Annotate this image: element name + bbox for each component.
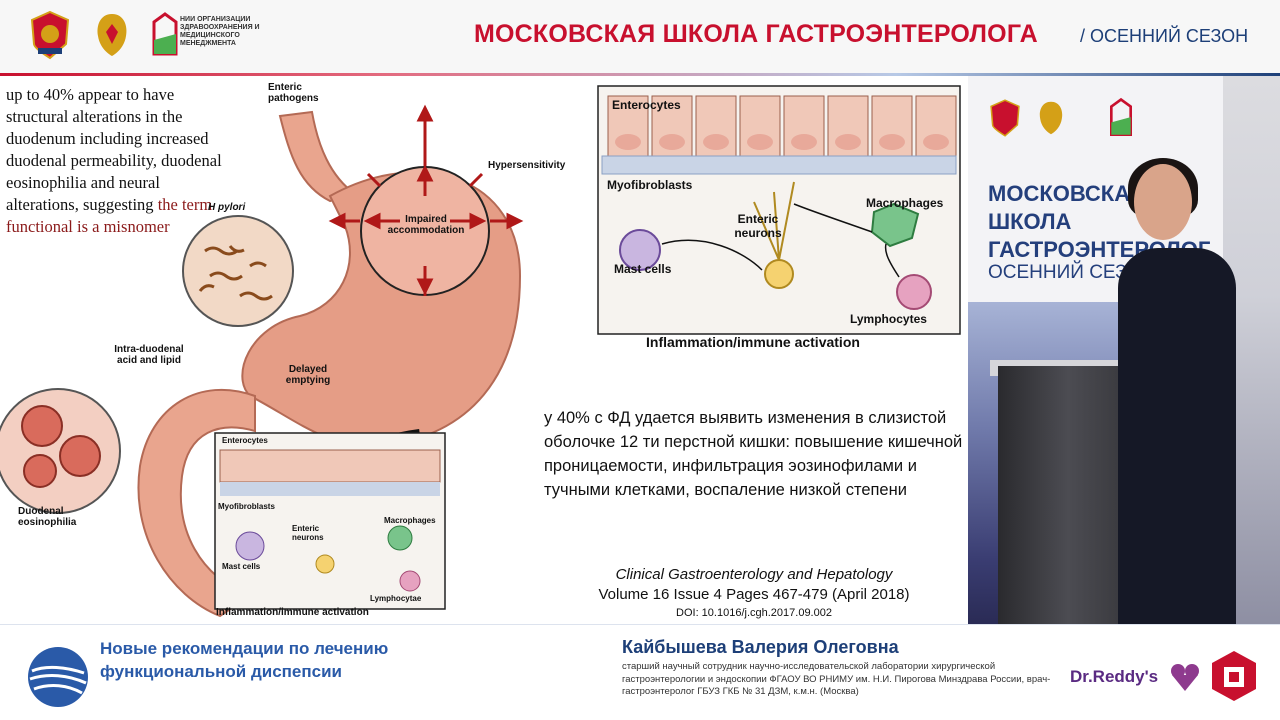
institute-logo-icon (152, 12, 178, 56)
slide-english-text: up to 40% appear to have structural alte… (6, 84, 236, 238)
citation-doi: DOI: 10.1016/j.cgh.2017.09.002 (676, 607, 832, 619)
panel-label-lymphocytes: Lymphocytes (850, 312, 927, 326)
stomach-illustration (0, 104, 524, 618)
panel-label-myofibroblasts: Myofibroblasts (607, 178, 693, 192)
banner-subtitle: ОСЕННИЙ СЕЗ (988, 262, 1127, 283)
inset-label-enterocytes: Enterocytes (222, 436, 268, 445)
speaker-name: Кайбышева Валерия Олеговна (622, 637, 899, 657)
inflammation-panel-illustration (597, 85, 961, 335)
banner-coat-of-arms-icon (1039, 101, 1063, 135)
page-title: МОСКОВСКАЯ ШКОЛА ГАСТРОЭНТЕРОЛОГА (474, 20, 1038, 48)
header-divider (0, 73, 1280, 76)
inset-label-mast-cells: Mast cells (222, 562, 261, 571)
banner-university-emblem-icon (990, 99, 1020, 137)
footer: Новые рекомендации по лечению функционал… (0, 624, 1280, 720)
label-duodenal-eosinophilia: Duodenal eosinophilia (18, 506, 77, 528)
label-enteric-pathogens: Enteric pathogens (268, 82, 319, 104)
banner-institute-logo-icon (1110, 97, 1132, 137)
institute-logo-text: НИИ ОРГАНИЗАЦИИ ЗДРАВООХРАНЕНИЯ И МЕДИЦИ… (180, 16, 260, 47)
label-hypersensitivity: Hypersensitivity (488, 160, 566, 171)
season-label: / ОСЕННИЙ СЕЗОН (1080, 26, 1249, 46)
english-text-red: the term functional is a misnomer (6, 195, 213, 236)
label-impaired-accommodation: Impaired accommodation (387, 214, 465, 236)
presentation-slide: up to 40% appear to have structural alte… (0, 76, 968, 624)
panel-label-enteric-neurons: Enteric neurons (734, 212, 782, 240)
university-emblem-icon (30, 10, 70, 60)
label-h-pylori: H pylori (208, 202, 246, 213)
speaker-video: МОСКОВСКАЯ ШКОЛА ГАСТРОЭНТЕРОЛОГ ОСЕННИЙ… (968, 76, 1280, 624)
lecture-topic: Новые рекомендации по лечению функционал… (100, 639, 389, 681)
sponsor-hearts-icon (1171, 664, 1199, 691)
citation-journal: Clinical Gastroenterology and Hepatology (615, 566, 893, 583)
label-intra-duodenal: Intra-duodenal acid and lipid (114, 344, 184, 366)
inset-label-macrophages: Macrophages (384, 516, 436, 525)
citation-volume: Volume 16 Issue 4 Pages 467-479 (April 2… (598, 586, 910, 603)
partner-logo-icon (1212, 651, 1256, 701)
panel-label-mast-cells: Mast cells (614, 262, 672, 276)
inset-label-enteric-neurons: Enteric neurons (292, 524, 324, 542)
label-delayed-emptying: Delayed emptying (285, 364, 331, 386)
speaker-figure (1118, 248, 1236, 624)
school-globe-logo-icon (28, 647, 88, 707)
inset-label-myofibroblasts: Myofibroblasts (218, 502, 275, 511)
panel-label-macrophages: Macrophages (866, 196, 944, 210)
panel-caption: Inflammation/immune activation (646, 334, 860, 350)
inset-label-lymphocytae: Lymphocytae (370, 594, 422, 603)
speaker-description: старший научный сотрудник научно-исследо… (622, 661, 1051, 697)
header: НИИ ОРГАНИЗАЦИИ ЗДРАВООХРАНЕНИЯ И МЕДИЦИ… (0, 0, 1280, 76)
english-text-plain: up to 40% appear to have structural alte… (6, 85, 222, 214)
slide-russian-text: у 40% с ФД удается выявить изменения в с… (544, 409, 963, 499)
inset-caption: Inflammation/immune activation (216, 607, 369, 618)
speaker-face (1134, 164, 1192, 240)
sponsor-logo-text: Dr.Reddy's (1070, 667, 1159, 686)
coat-of-arms-icon (97, 14, 127, 56)
panel-label-enterocytes: Enterocytes (612, 98, 681, 112)
